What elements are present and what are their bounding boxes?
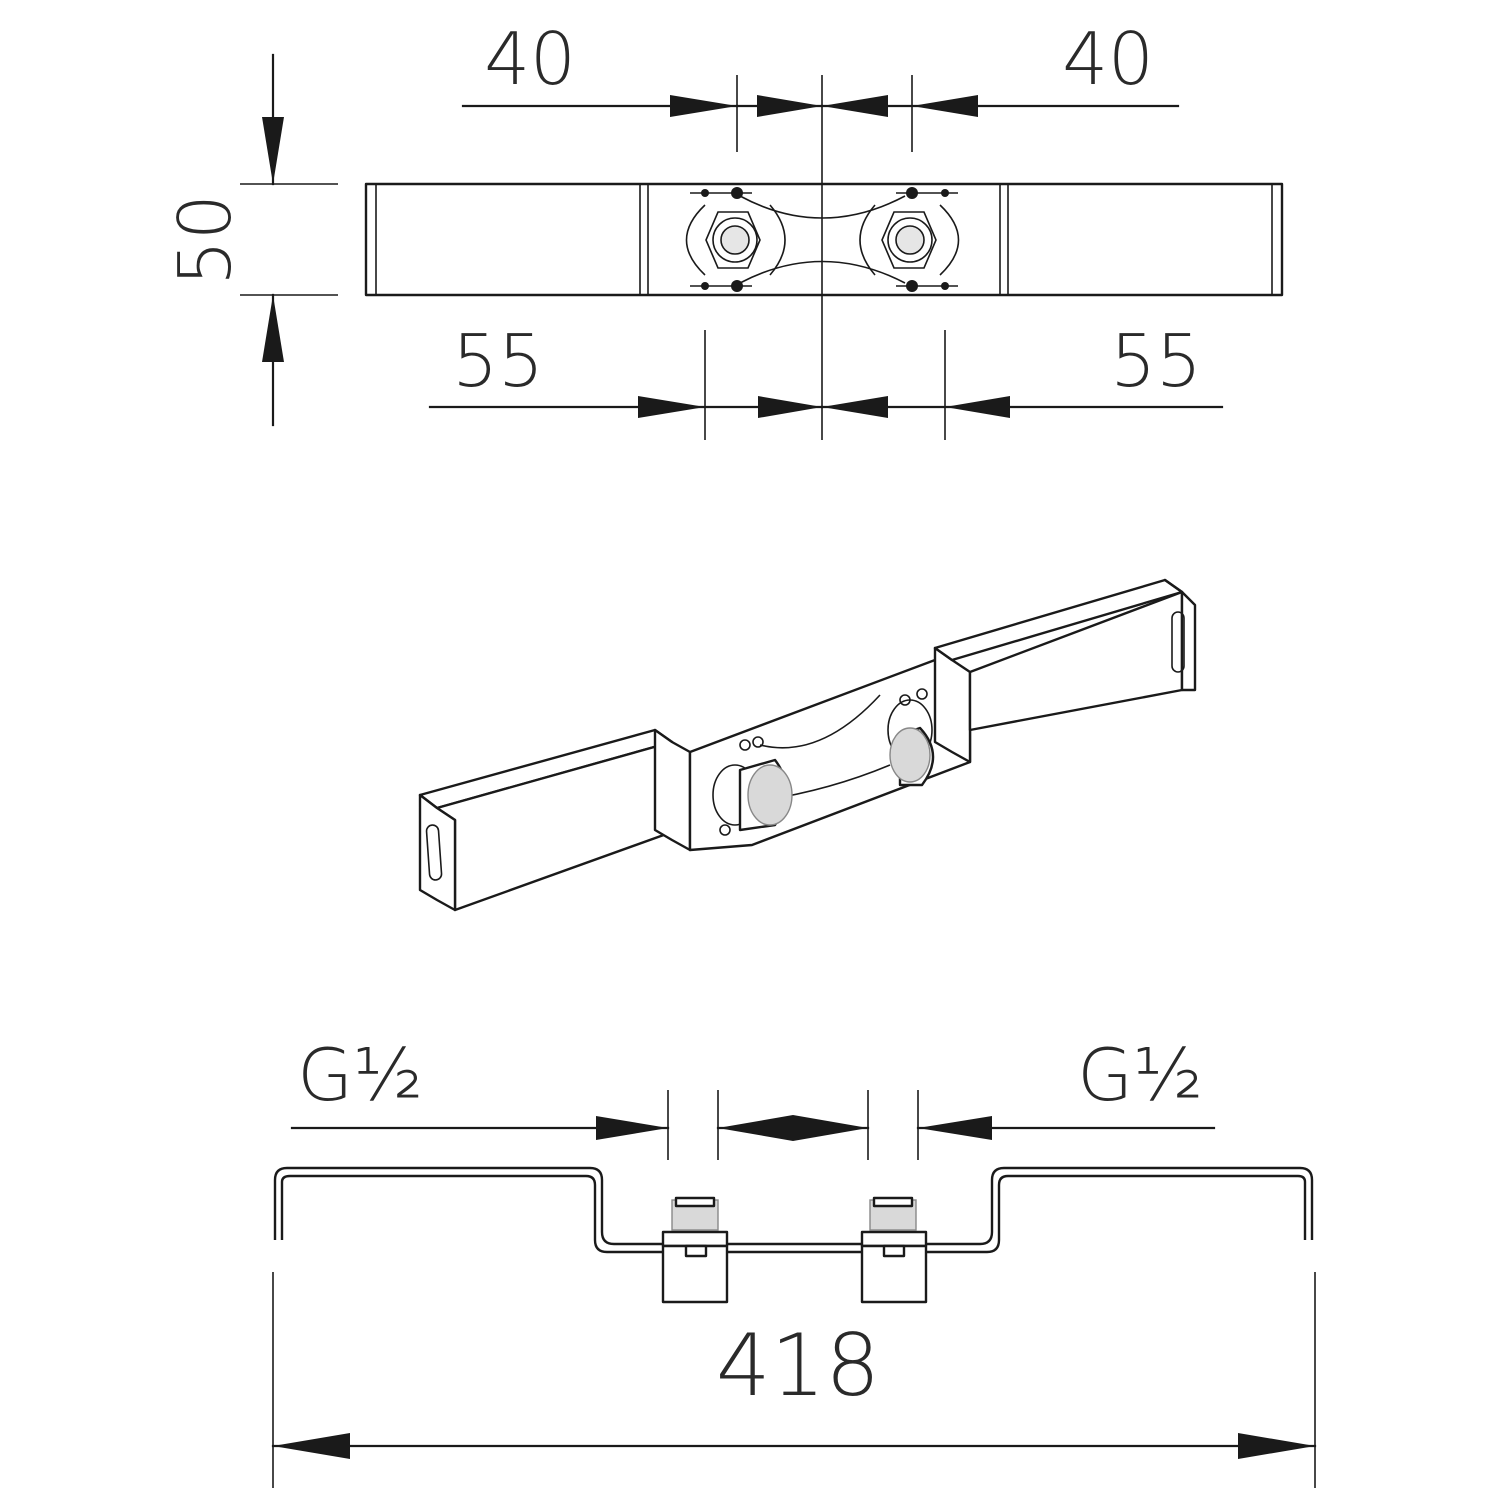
thread-left-text: G½ [297,1033,423,1117]
dim-55-right: 55 [820,319,1224,418]
top-bracket-outline [364,182,1284,297]
dim-thread-left: G½ [290,1033,670,1140]
dim-55-left-text: 55 [452,319,544,403]
dim-overall-length: 418 [271,1272,1317,1488]
side-left-fitting [661,1196,729,1304]
dim-40-right: 40 [820,17,1180,117]
dim-40-left-text: 40 [484,17,576,101]
top-right-fitting [859,187,960,292]
dim-40-right-text: 40 [1062,17,1154,101]
dim-50-height: 50 [163,53,338,427]
side-view: G½ G½ 418 [271,1033,1317,1488]
iso-right-fitting [887,688,935,787]
overall-length-text: 418 [716,1316,880,1416]
top-left-fitting [685,187,786,292]
isometric-view [418,578,1197,912]
side-right-fitting [860,1196,928,1304]
dim-40-left: 40 [461,17,824,117]
dim-50-text: 50 [163,194,247,286]
dim-55-left: 55 [428,319,824,418]
dim-55-right-text: 55 [1110,319,1202,403]
iso-left-fitting [712,736,793,836]
thread-right-text: G½ [1077,1033,1203,1117]
dim-thread-right: G½ [916,1033,1216,1140]
top-view: 40 40 55 55 50 [163,17,1284,440]
dim-thread-middle [716,1115,870,1141]
